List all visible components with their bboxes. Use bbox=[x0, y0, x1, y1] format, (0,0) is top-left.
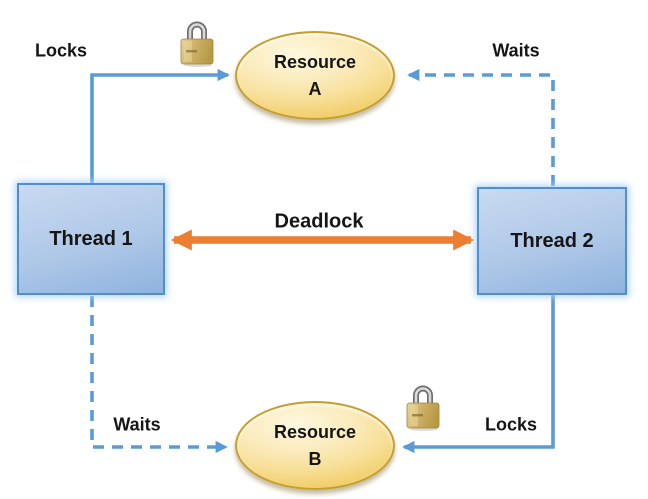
thread1-label: Thread 1 bbox=[49, 227, 133, 250]
thread2-label: Thread 2 bbox=[510, 229, 594, 252]
thread2-node: Thread 2 bbox=[477, 187, 627, 295]
label-waits-bottom-left: Waits bbox=[113, 414, 161, 435]
resource-a-label-line1: Resource bbox=[273, 52, 357, 73]
edge-t1-locks-a bbox=[90, 68, 230, 184]
edge-t2-locks-b bbox=[402, 295, 555, 454]
label-locks-top-left: Locks bbox=[34, 40, 88, 61]
resource-a-label-line2: A bbox=[308, 78, 322, 99]
thread1-node: Thread 1 bbox=[17, 183, 165, 295]
edge-t2-waits-a bbox=[407, 68, 555, 186]
resource-b-label-line1: Resource bbox=[273, 422, 357, 443]
label-waits-top-right: Waits bbox=[492, 40, 540, 61]
resource-b-node: Resource B bbox=[235, 401, 395, 490]
label-deadlock: Deadlock bbox=[274, 210, 364, 233]
resource-a-node: Resource A bbox=[235, 31, 395, 120]
label-locks-bottom-right: Locks bbox=[484, 414, 538, 435]
resource-b-label-line2: B bbox=[308, 448, 322, 469]
padlock-icon-resource-b bbox=[403, 379, 443, 431]
padlock-icon-resource-a bbox=[177, 15, 217, 67]
